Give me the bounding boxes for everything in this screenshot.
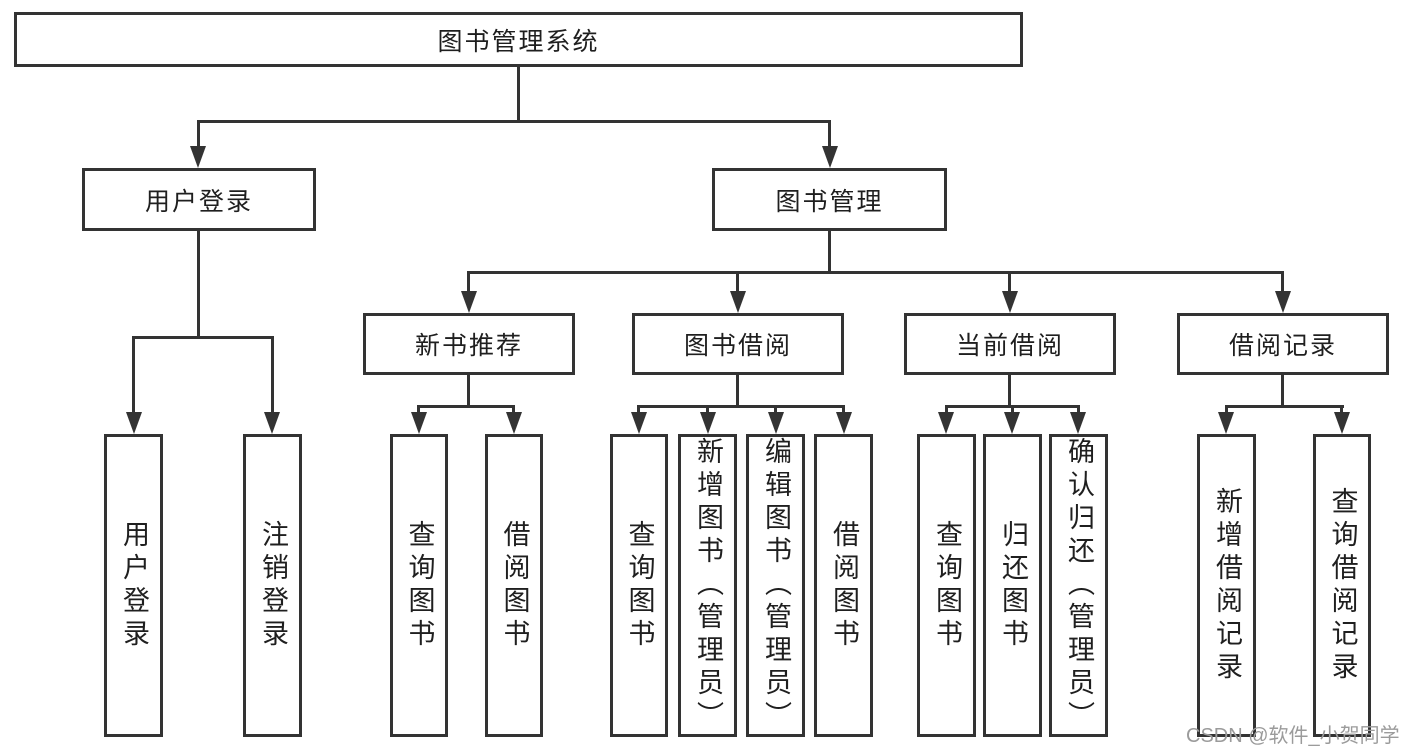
connector-hline [637,405,845,408]
connector-vline [828,231,831,271]
arrow-down-icon [411,412,427,434]
node-label: 借阅记录 [1228,332,1337,360]
connector-vline [842,405,845,414]
leaf-logout: 注销登录 [243,434,302,737]
connector-vline [197,231,200,336]
connector-vline [1011,405,1014,414]
connector-vline [467,375,470,405]
connector-hline [468,271,1284,274]
arrow-down-icon [730,291,746,313]
connector-vline [1077,405,1080,414]
node-label: 图书管理系统 [437,27,600,56]
leaf-label: 查询借阅记录 [1327,486,1358,685]
node-label: 用户登录 [144,187,253,216]
connector-vline [1008,271,1011,293]
arrow-down-icon [836,412,852,434]
connector-vline [517,67,520,120]
arrow-down-icon [768,412,784,434]
leaf-label: 借阅图书 [829,519,859,652]
arrow-down-icon [1004,412,1020,434]
connector-vline [271,336,274,414]
connector-vline [1281,271,1284,293]
arrow-down-icon [1218,412,1234,434]
connector-vline [736,271,739,293]
arrow-down-icon [126,412,142,434]
connector-vline [132,336,135,414]
leaf-user-login: 用户登录 [104,434,163,737]
connector-vline [1281,375,1284,405]
leaf-return-books: 归还图书 [983,434,1042,737]
connector-vline [1340,405,1343,414]
node-current-borrow: 当前借阅 [904,313,1116,375]
arrow-down-icon [1334,412,1350,434]
csdn-watermark: CSDN @软件_小贺同学 [1186,725,1400,747]
node-label: 新书推荐 [414,332,523,360]
leaf-label: 用户登录 [119,519,149,652]
connector-hline [1225,405,1344,408]
connector-vline [417,405,420,414]
leaf-label: 编辑图书（管理员） [761,437,791,734]
leaf-label: 归还图书 [998,519,1028,652]
connector-vline [467,271,470,293]
connector-hline [197,120,831,123]
leaf-label: 查询图书 [624,519,655,652]
arrow-down-icon [631,412,647,434]
leaf-query-books: 查询图书 [610,434,668,737]
connector-vline [637,405,640,414]
connector-vline [197,120,200,148]
arrow-down-icon [1070,412,1086,434]
connector-vline [736,375,739,405]
leaf-edit-books-admin: 编辑图书（管理员） [746,434,805,737]
arrow-down-icon [822,146,838,168]
connector-vline [945,405,948,414]
arrow-down-icon [264,412,280,434]
node-label: 当前借阅 [955,332,1064,360]
connector-vline [1225,405,1228,414]
leaf-query-books: 查询图书 [390,434,448,737]
node-label: 图书管理 [775,187,884,216]
leaf-query-books: 查询图书 [917,434,976,737]
arrow-down-icon [461,291,477,313]
arrow-down-icon [700,412,716,434]
arrow-down-icon [1275,291,1291,313]
connector-vline [706,405,709,414]
node-label: 图书借阅 [683,332,792,360]
leaf-query-borrow-record: 查询借阅记录 [1313,434,1371,737]
leaf-label: 确认归还（管理员） [1064,437,1094,734]
arrow-down-icon [190,146,206,168]
node-book-management: 图书管理 [712,168,947,231]
node-user-login: 用户登录 [82,168,316,231]
connector-vline [828,120,831,148]
leaf-label: 查询图书 [932,519,962,652]
leaf-confirm-return-admin: 确认归还（管理员） [1049,434,1108,737]
arrow-down-icon [938,412,954,434]
connector-vline [1008,375,1011,405]
leaf-label: 新增图书（管理员） [693,437,723,734]
node-borrow-records: 借阅记录 [1177,313,1389,375]
leaf-add-books-admin: 新增图书（管理员） [678,434,737,737]
connector-hline [417,405,515,408]
connector-vline [774,405,777,414]
leaf-label: 注销登录 [258,519,288,652]
connector-vline [512,405,515,414]
node-book-borrow: 图书借阅 [632,313,844,375]
leaf-label: 新增借阅记录 [1212,486,1242,685]
node-new-book-recommend: 新书推荐 [363,313,575,375]
leaf-label: 查询图书 [404,519,435,652]
leaf-add-borrow-record: 新增借阅记录 [1197,434,1256,737]
arrow-down-icon [506,412,522,434]
leaf-label: 借阅图书 [499,519,530,652]
leaf-borrow-books: 借阅图书 [814,434,873,737]
leaf-borrow-books: 借阅图书 [485,434,543,737]
connector-hline [132,336,274,339]
node-library-system: 图书管理系统 [14,12,1023,67]
arrow-down-icon [1002,291,1018,313]
